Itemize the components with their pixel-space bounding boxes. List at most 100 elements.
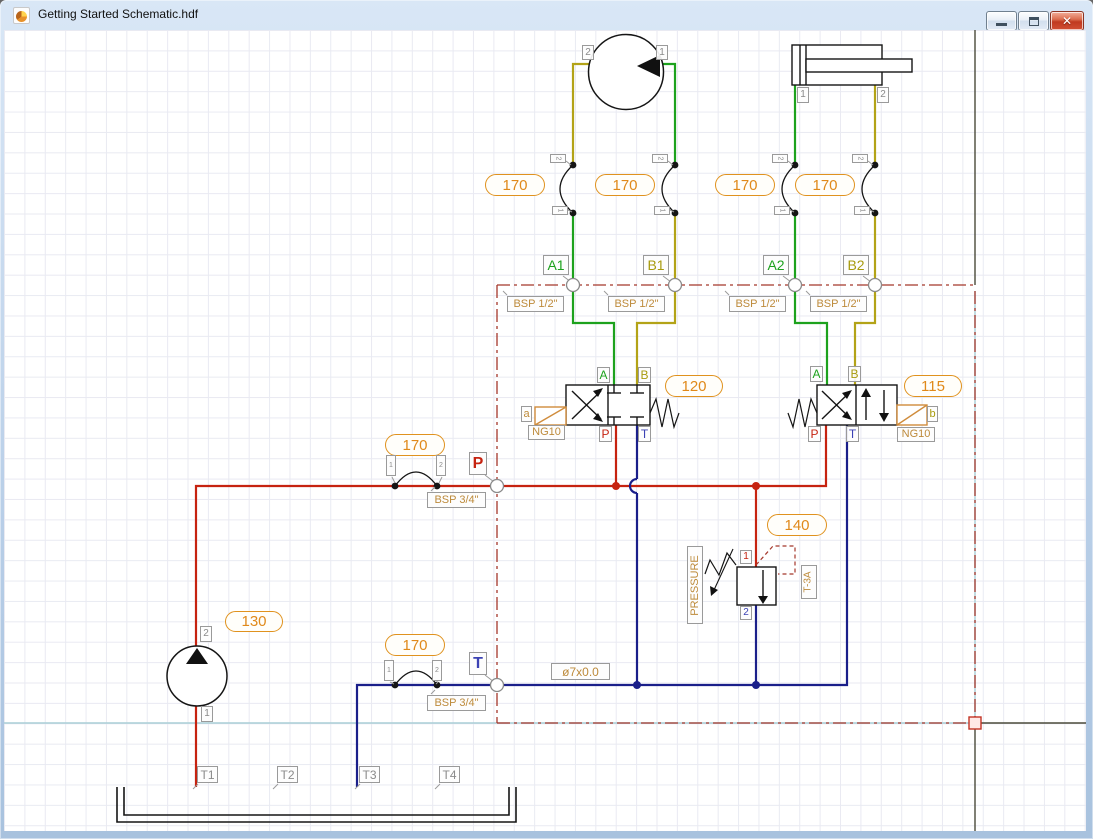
label-tag-a2[interactable]: A2 bbox=[763, 255, 789, 275]
label-balloon-170-2[interactable]: 170 bbox=[595, 174, 655, 196]
label-cyl-p2[interactable]: 2 bbox=[877, 87, 889, 103]
label-v115-t[interactable]: T bbox=[846, 426, 859, 442]
label-v115-p[interactable]: P bbox=[808, 426, 821, 442]
connection-point-p[interactable] bbox=[489, 478, 505, 494]
label-ng10-2[interactable]: NG10 bbox=[897, 427, 935, 442]
label-hose4-top[interactable]: 2 bbox=[852, 154, 868, 163]
label-pump-p2[interactable]: 2 bbox=[200, 626, 212, 642]
pilot-line[interactable] bbox=[755, 545, 796, 575]
label-balloon-170-3[interactable]: 170 bbox=[715, 174, 775, 196]
label-v120-a[interactable]: A bbox=[597, 367, 610, 383]
label-rv-p2[interactable]: 2 bbox=[740, 606, 752, 620]
label-bsp12-1[interactable]: BSP 1/2" bbox=[507, 296, 564, 312]
label-motor-p2[interactable]: 2 bbox=[582, 45, 594, 60]
label-hose4-bot[interactable]: 1 bbox=[854, 206, 870, 215]
label-bsp12-3[interactable]: BSP 1/2" bbox=[729, 296, 786, 312]
label-motor-p1[interactable]: 1 bbox=[656, 45, 668, 60]
label-tag-b2[interactable]: B2 bbox=[843, 255, 869, 275]
label-tag-a1[interactable]: A1 bbox=[543, 255, 569, 275]
label-rv-p1[interactable]: 1 bbox=[740, 550, 752, 564]
label-pressure-label[interactable]: PRESSURE bbox=[687, 546, 703, 624]
work-line-a1[interactable] bbox=[571, 213, 616, 385]
label-balloon-140[interactable]: 140 bbox=[767, 514, 827, 536]
label-hosep-2[interactable]: 2 bbox=[436, 455, 446, 476]
label-hose1-top[interactable]: 2 bbox=[550, 154, 566, 163]
label-hose2-bot[interactable]: 1 bbox=[654, 206, 670, 215]
tank-symbol[interactable] bbox=[116, 787, 517, 823]
connection-point-t[interactable] bbox=[489, 677, 505, 693]
title-bar[interactable]: Getting Started Schematic.hdf ✕ bbox=[0, 0, 1093, 31]
cylinder-symbol[interactable] bbox=[791, 44, 913, 86]
label-ng10-1[interactable]: NG10 bbox=[528, 425, 565, 440]
hose-170-4[interactable] bbox=[861, 164, 876, 214]
connection-point-a2[interactable] bbox=[787, 277, 803, 293]
relief-valve-symbol[interactable] bbox=[704, 548, 777, 606]
label-balloon-115[interactable]: 115 bbox=[904, 375, 962, 397]
hose-symbols[interactable] bbox=[394, 164, 876, 686]
label-hosep-1[interactable]: 1 bbox=[386, 455, 396, 476]
label-hose3-top[interactable]: 2 bbox=[772, 154, 788, 163]
label-tank-t2[interactable]: T2 bbox=[277, 766, 298, 783]
label-v120-p[interactable]: P bbox=[599, 426, 612, 442]
label-bsp12-2[interactable]: BSP 1/2" bbox=[608, 296, 665, 312]
work-line-b2[interactable] bbox=[853, 213, 877, 385]
label-bsp34-1[interactable]: BSP 3/4" bbox=[427, 492, 486, 508]
label-text: 2 bbox=[776, 156, 784, 161]
label-balloon-170-4[interactable]: 170 bbox=[795, 174, 855, 196]
hose-170-2[interactable] bbox=[661, 164, 676, 214]
label-balloon-170-1[interactable]: 170 bbox=[485, 174, 545, 196]
tank-pipe[interactable] bbox=[355, 425, 849, 787]
hose-170-1[interactable] bbox=[559, 164, 574, 214]
label-bsp34-2[interactable]: BSP 3/4" bbox=[427, 695, 486, 711]
label-balloon-170-6[interactable]: 170 bbox=[385, 634, 445, 656]
label-v115-b[interactable]: B bbox=[848, 366, 861, 382]
connection-point-b2[interactable] bbox=[867, 277, 883, 293]
valve-115-symbol[interactable] bbox=[787, 384, 928, 430]
label-tank-t1[interactable]: T1 bbox=[197, 766, 218, 783]
label-rail-t[interactable]: T bbox=[469, 652, 487, 675]
minimize-button[interactable] bbox=[986, 11, 1017, 31]
label-hoset-2[interactable]: 2 bbox=[432, 660, 442, 681]
label-tag-b1[interactable]: B1 bbox=[643, 255, 669, 275]
selection-boundary[interactable] bbox=[496, 284, 976, 724]
connection-point-b1[interactable] bbox=[667, 277, 683, 293]
pressure-pipe[interactable] bbox=[194, 425, 828, 787]
label-tank-t4[interactable]: T4 bbox=[439, 766, 460, 783]
selection-handle[interactable] bbox=[968, 716, 982, 730]
label-bsp12-4[interactable]: BSP 1/2" bbox=[810, 296, 867, 312]
connection-points[interactable] bbox=[489, 277, 883, 693]
label-tank-t3[interactable]: T3 bbox=[359, 766, 380, 783]
work-line-b1[interactable] bbox=[635, 213, 677, 385]
close-button[interactable]: ✕ bbox=[1050, 11, 1084, 31]
label-hose2-top[interactable]: 2 bbox=[652, 154, 668, 163]
pump-symbol[interactable] bbox=[166, 645, 228, 707]
valve-120-symbol[interactable] bbox=[534, 384, 680, 430]
label-rail-p[interactable]: P bbox=[469, 452, 487, 475]
connection-point-a1[interactable] bbox=[565, 277, 581, 293]
hydraulic-motor-symbol[interactable] bbox=[587, 33, 665, 111]
label-v120-b[interactable]: B bbox=[638, 367, 651, 383]
label-hoset-1[interactable]: 1 bbox=[384, 660, 394, 681]
hose-170-6[interactable] bbox=[394, 670, 438, 686]
label-cyl-p1[interactable]: 1 bbox=[797, 87, 809, 103]
label-pump-p1[interactable]: 1 bbox=[201, 706, 213, 722]
label-balloon-170-5[interactable]: 170 bbox=[385, 434, 445, 456]
label-balloon-120[interactable]: 120 bbox=[665, 375, 723, 397]
label-hose1-bot[interactable]: 1 bbox=[552, 206, 568, 215]
hose-170-3[interactable] bbox=[781, 164, 796, 214]
work-line-a2[interactable] bbox=[793, 213, 829, 385]
label-t3a-label[interactable]: T-3A bbox=[801, 565, 817, 599]
label-pipe-spec[interactable]: ø7x0.0 bbox=[551, 663, 610, 680]
label-v115-a[interactable]: A bbox=[810, 366, 823, 382]
hose-170-5[interactable] bbox=[394, 471, 438, 487]
label-hose3-bot[interactable]: 1 bbox=[774, 206, 790, 215]
label-balloon-130[interactable]: 130 bbox=[225, 611, 283, 632]
label-v120-sol[interactable]: a bbox=[521, 406, 532, 422]
motor-a-stub[interactable] bbox=[663, 62, 677, 165]
label-v115-sol[interactable]: b bbox=[927, 406, 938, 422]
label-v120-t[interactable]: T bbox=[638, 426, 651, 442]
maximize-button[interactable] bbox=[1018, 11, 1049, 31]
motor-b-stub[interactable] bbox=[571, 62, 589, 165]
spring-icon bbox=[704, 551, 737, 577]
